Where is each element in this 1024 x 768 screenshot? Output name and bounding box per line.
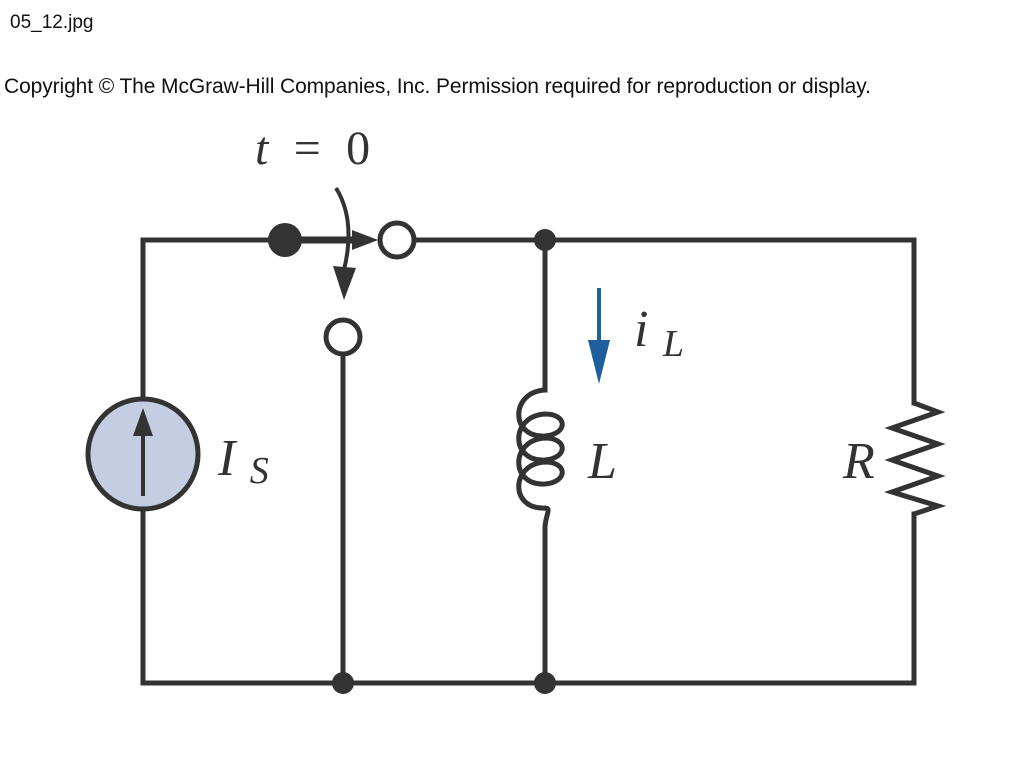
resistor-label: R [842, 433, 875, 490]
switch-time-label: t = 0 [255, 122, 370, 175]
source-label-sub: S [250, 450, 269, 492]
inductor-label: L [587, 433, 617, 490]
current-arrow-head [588, 340, 610, 384]
junction-dot-bottom-switch [332, 672, 354, 694]
current-source-arrowhead [133, 408, 153, 436]
spdt-switch-icon [268, 186, 417, 357]
inductor-coil [516, 387, 565, 529]
wires [140, 237, 917, 686]
junction-dot-top [534, 229, 556, 251]
inductor-coil-icon [516, 387, 565, 529]
switch-blade-arrowhead [352, 230, 378, 250]
current-arrow-icon [588, 288, 610, 384]
switch-terminal-closed [377, 220, 417, 260]
switch-time-var: t [255, 122, 270, 175]
source-label-main: I [217, 430, 238, 487]
switch-terminal-open [323, 317, 363, 357]
source-label: I S [217, 429, 269, 492]
current-source-icon [85, 396, 201, 512]
resistor-zigzag-icon [883, 400, 947, 517]
switch-time-val: 0 [346, 122, 370, 175]
junction-dot-bottom-inductor [534, 672, 556, 694]
filename-label: 05_12.jpg [10, 12, 94, 33]
copyright-notice: Copyright © The McGraw-Hill Companies, I… [4, 75, 871, 98]
current-label: i L [634, 300, 684, 365]
current-label-sub: L [662, 323, 684, 365]
switch-motion-arrowhead [333, 266, 356, 300]
switch-motion-arrow [334, 186, 351, 271]
current-label-main: i [634, 301, 648, 358]
switch-time-op: = [294, 122, 321, 175]
resistor-zigzag [883, 400, 947, 517]
